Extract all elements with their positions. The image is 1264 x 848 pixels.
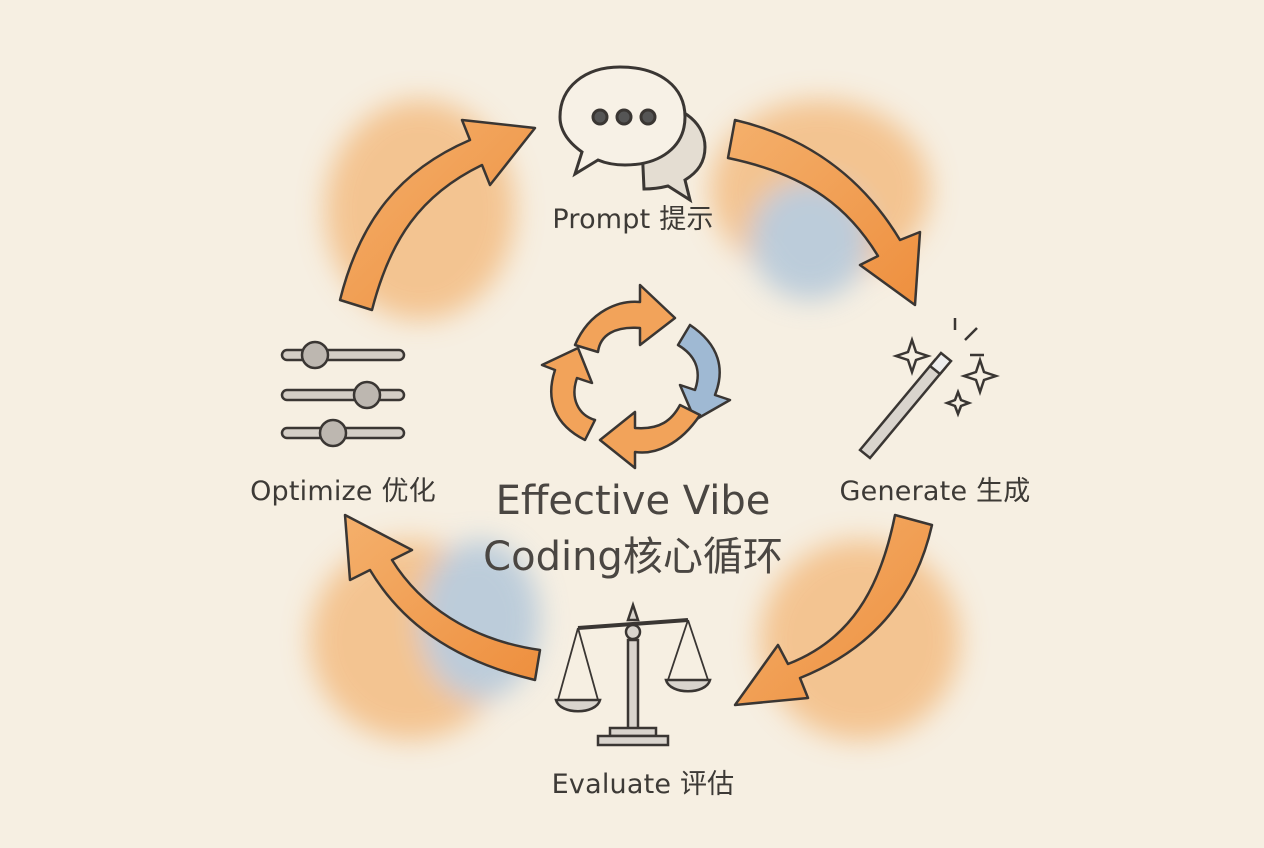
arrow-generate-to-evaluate <box>733 513 934 707</box>
sliders-icon <box>280 340 406 448</box>
arrow-prompt-to-generate <box>726 118 922 307</box>
arrow-evaluate-to-optimize <box>343 513 542 682</box>
arrow-optimize-to-prompt <box>338 118 537 312</box>
diagram-title: Effective Vibe Coding核心循环 <box>483 473 783 585</box>
step-label-generate: Generate 生成 <box>839 476 1031 507</box>
step-label-optimize: Optimize 优化 <box>250 476 436 507</box>
balance-scale-icon <box>554 601 712 747</box>
step-label-evaluate: Evaluate 评估 <box>551 769 735 800</box>
speech-bubbles-icon <box>558 65 707 204</box>
title-line-1: Effective Vibe <box>495 478 771 524</box>
title-line-2: Coding核心循环 <box>483 534 783 580</box>
step-label-prompt: Prompt 提示 <box>552 204 714 235</box>
cycle-arrows-icon <box>540 283 732 470</box>
magic-wand-icon <box>858 318 1000 460</box>
